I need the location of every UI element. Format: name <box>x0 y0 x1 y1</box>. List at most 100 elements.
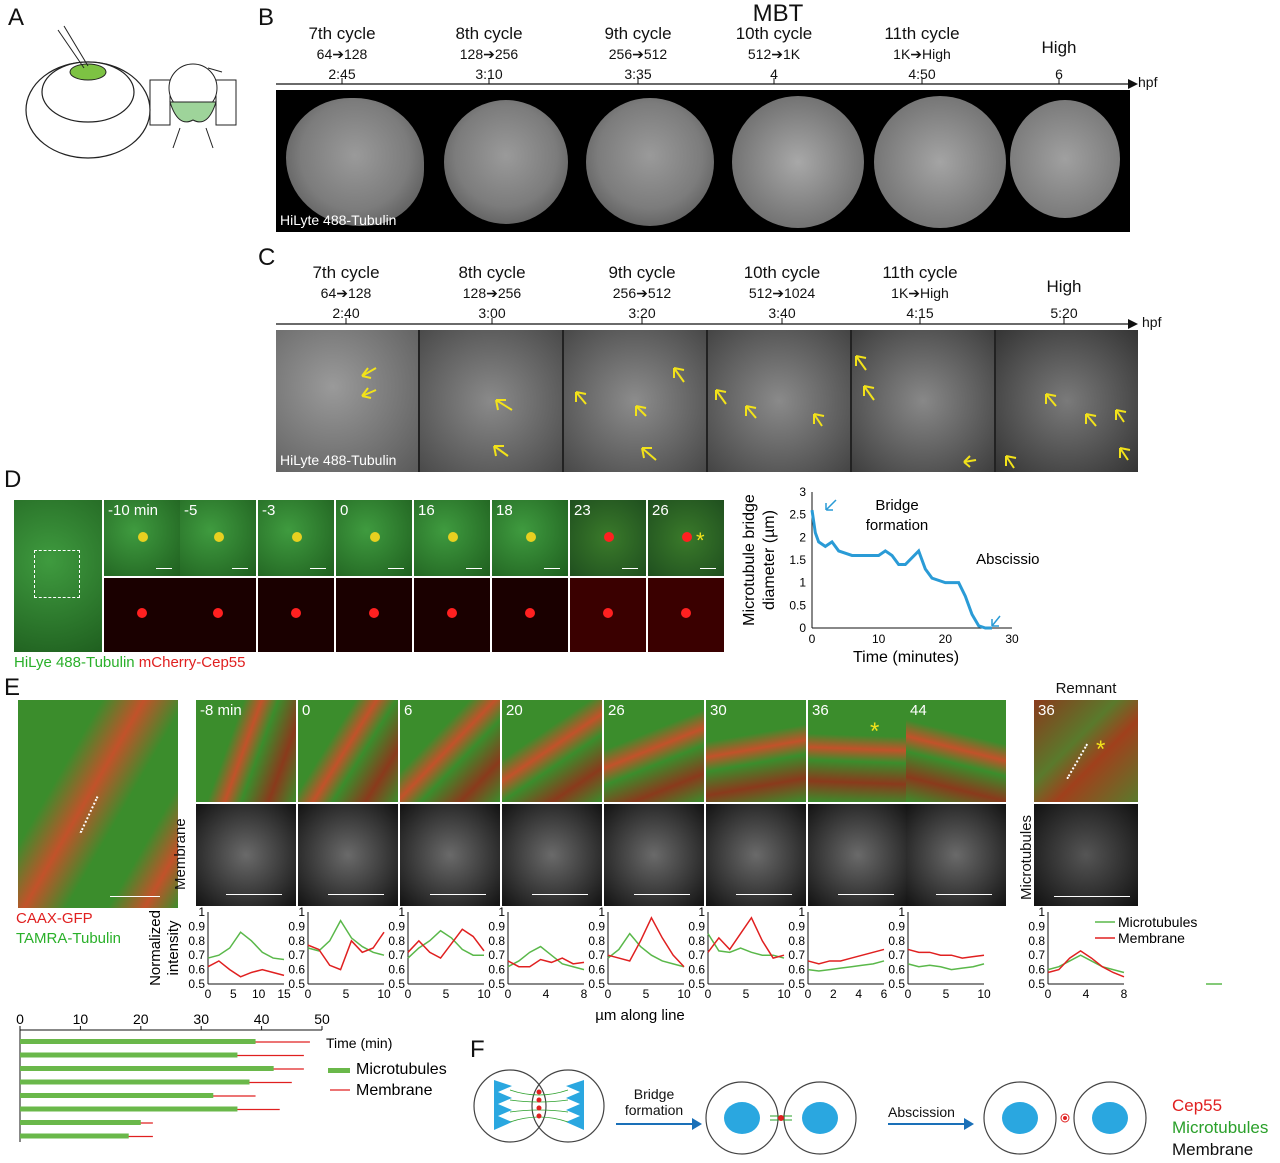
x-tick-label: 0 <box>809 632 816 646</box>
profile-y-tick: 0.5 <box>188 977 205 991</box>
bar-time-label: Time (min) <box>326 1035 392 1051</box>
panel-c-cycle-name: 7th cycle <box>312 263 380 282</box>
remnant-title: Remnant <box>1055 680 1117 697</box>
microtubule-bar <box>20 1120 141 1125</box>
panel-d-green-frame: -10 min <box>104 500 180 576</box>
diameter-series-line <box>810 509 992 630</box>
microtubule-bar <box>20 1133 129 1139</box>
bar-x-tick: 10 <box>73 1011 89 1027</box>
panel-d-time-label: 18 <box>496 502 513 519</box>
profile-y-tick: 0.7 <box>488 948 505 962</box>
panel-d-green-frame: 18 <box>492 500 568 576</box>
profile-x-tick: 0 <box>705 987 712 1001</box>
panel-e-color-frame: 44 <box>906 700 1006 802</box>
y-tick-label: 1 <box>799 576 806 590</box>
panel-b-cell-count: 1K➔High <box>893 46 951 62</box>
panel-e-membrane-frame <box>196 804 296 906</box>
panel-c-hpf-time: 5:20 <box>1050 305 1078 321</box>
panel-letter-b: B <box>258 4 275 31</box>
profile-x-tick: 10 <box>777 987 791 1001</box>
y-tick-label: 0.5 <box>789 598 806 612</box>
panel-e-asterisk: * <box>870 718 880 745</box>
microtubule-profile-line <box>807 960 885 972</box>
panel-d-red-frame <box>414 578 490 652</box>
panel-d-green-frame: 0 <box>336 500 412 576</box>
profile-y-tick: 0.6 <box>1028 963 1045 977</box>
profile-x-tick: 5 <box>343 987 350 1001</box>
profile-x-tick: 5 <box>443 987 450 1001</box>
panel-d-green-frame: 23 <box>570 500 646 576</box>
profile-x-tick: 10 <box>977 987 991 1001</box>
panel-c-hpf-time: 3:00 <box>478 305 506 321</box>
panel-f-legend-item: Cep55 <box>1172 1096 1223 1115</box>
profile-y-tick: 0.6 <box>488 963 505 977</box>
panel-b-cycle-name: High <box>1041 38 1077 57</box>
membrane-profile-line <box>807 948 885 965</box>
panel-letter-e: E <box>4 674 21 701</box>
y-tick-label: 3 <box>799 485 806 499</box>
panel-c-hpf-time: 4:15 <box>906 305 934 321</box>
panel-e-time-label: 20 <box>506 702 523 719</box>
panel-b-image-strip: HiLyte 488-Tubulin <box>276 90 1130 232</box>
profile-y-tick: 0.6 <box>888 963 905 977</box>
bar-x-tick: 40 <box>254 1011 270 1027</box>
panel-d-green-frame: 26 * <box>648 500 724 576</box>
panel-d-time-label: 16 <box>418 502 435 519</box>
panel-d-red-frame <box>180 578 256 652</box>
panel-c-hpf-time: 2:40 <box>332 305 360 321</box>
remnant-time: 36 <box>1038 702 1055 719</box>
panel-e-time-label: 36 <box>812 702 829 719</box>
profile-x-tick: 0 <box>205 987 212 1001</box>
profile-y-tick: 1 <box>398 905 405 919</box>
panel-d-time-label: -5 <box>184 502 198 519</box>
panel-b-hpf-time: 4 <box>770 66 778 82</box>
panel-b-cycle-name: 11th cycle <box>884 24 960 43</box>
panel-c-cycle-name: 11th cycle <box>882 263 958 282</box>
panel-c-image-strip: HiLyte 488-Tubulin <box>276 330 1138 472</box>
panel-d-red-frame <box>336 578 412 652</box>
profile-x-tick: 8 <box>581 987 588 1001</box>
profile-y-tick: 0.9 <box>1028 919 1045 933</box>
panel-b-axis <box>276 78 1138 89</box>
profile-y-tick: 0.8 <box>488 934 505 948</box>
profile-y-tick: 0.6 <box>788 963 805 977</box>
profile-x-tick: 0 <box>905 987 912 1001</box>
profile-y-tick: 0.7 <box>588 948 605 962</box>
panel-c-cycle-name: 10th cycle <box>743 263 821 282</box>
profile-y-tick: 0.6 <box>288 963 305 977</box>
microtubule-bar <box>20 1093 214 1098</box>
panel-e-color-frame: 6 <box>400 700 500 802</box>
y-tick-label: 2 <box>799 530 806 544</box>
panel-letter-f: F <box>470 1036 485 1063</box>
microtubule-profile-line <box>707 933 785 959</box>
profile-y-tick: 1 <box>198 905 205 919</box>
profile-y-tick: 0.8 <box>588 934 605 948</box>
remnant-microtubule-image <box>1034 804 1138 906</box>
profile-legend-mt: Microtubules <box>1118 914 1197 930</box>
panel-c-cell-count: 128➔256 <box>462 285 522 301</box>
panel-f-legend-item: Membrane <box>1172 1140 1254 1159</box>
profile-x-tick: 0 <box>505 987 512 1001</box>
y-tick-label: 0 <box>799 621 806 635</box>
profile-y-tick: 1 <box>598 905 605 919</box>
panel-d-green-frame: -5 <box>180 500 256 576</box>
panel-e-membrane-frame <box>298 804 398 906</box>
panel-f-legend-item: Microtubules <box>1172 1118 1269 1137</box>
bar-legend-mt: Microtubules <box>356 1061 447 1078</box>
panel-d-asterisk: * <box>696 528 705 553</box>
profile-x-tick: 5 <box>643 987 650 1001</box>
profile-y-tick: 0.9 <box>588 919 605 933</box>
panel-d-time-label: 26 <box>652 502 669 519</box>
panel-b-cell-count: 512➔1K <box>747 46 801 62</box>
panel-d-red-frame <box>570 578 646 652</box>
microtubule-profile-line <box>207 931 285 961</box>
microtubule-profile-line <box>507 945 585 971</box>
profile-y-tick: 0.7 <box>1028 948 1045 962</box>
bar-x-tick: 30 <box>193 1011 209 1027</box>
panel-e-color-frame: -8 min <box>196 700 296 802</box>
membrane-profile-line <box>507 957 585 968</box>
panel-b-hpf-time: 3:10 <box>475 66 503 82</box>
panel-b-axis-unit: hpf <box>1138 74 1158 90</box>
